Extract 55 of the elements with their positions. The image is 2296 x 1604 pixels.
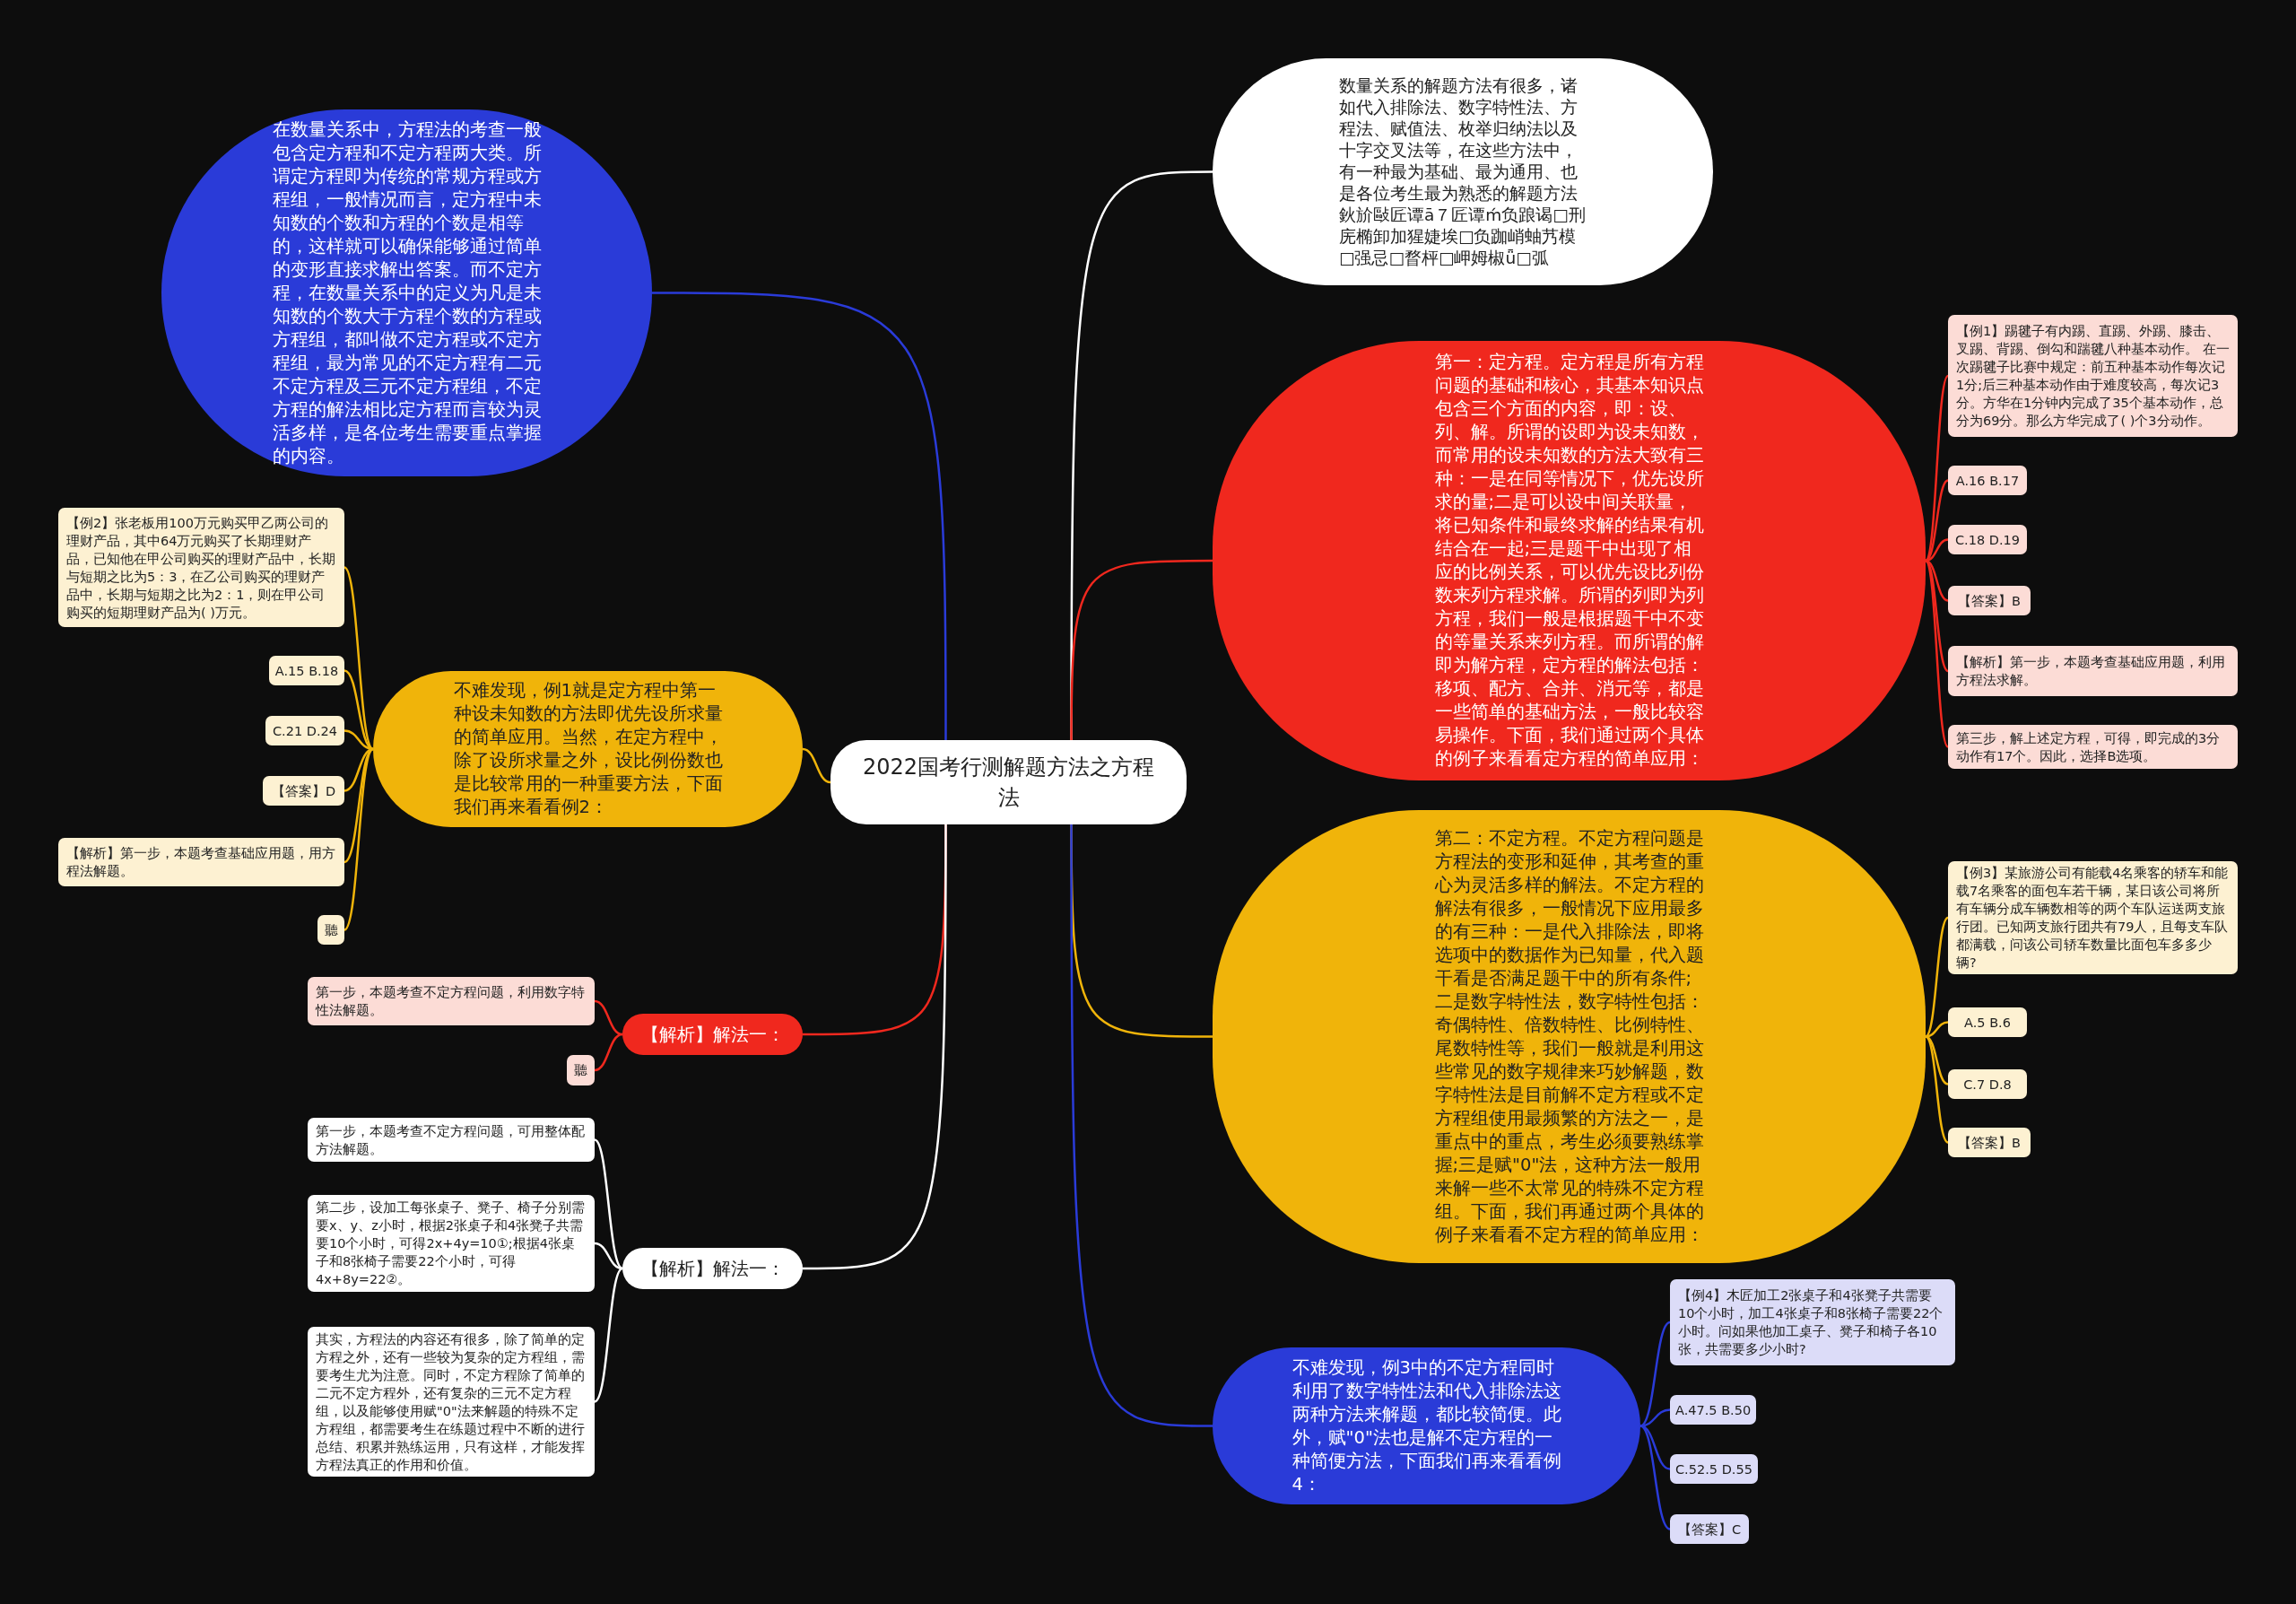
connector-line xyxy=(1639,1321,1671,1427)
connector-line xyxy=(594,1138,623,1269)
topic-bubble: 不难发现，例3中的不定方程同时利用了数字特性法和代入排除法这两种方法来解题，都比较简便。此外，赋"0"法也是解不定方程的一种简便方法，下面我们再来看看例4： xyxy=(1213,1347,1640,1504)
connector-line xyxy=(1925,560,1949,672)
connector-line xyxy=(1639,1425,1671,1530)
note-card: C.52.5 D.55 xyxy=(1670,1454,1758,1484)
connector-line xyxy=(802,747,831,784)
connector-line xyxy=(1925,375,1949,562)
connector-line xyxy=(594,999,623,1036)
connector-line xyxy=(1925,479,1949,562)
note-card: 其实，方程法的内容还有很多，除了简单的定方程之外，还有一些较为复杂的定方程组，需要考生尤为注意。同时，不定方程除了简单的二元不定方程外，还有复杂的三元不定方程组，以及能够使用赋"0"法来解题的特殊不定方程组，都需要考生在练题过程中不断的进行总结、积累并熟练运用，只有这样，才能发挥方程法真正的作用和价值。 xyxy=(308,1327,595,1477)
connector-line xyxy=(594,1268,623,1403)
note-card: 第一步，本题考查不定方程问题，利用数字特性法解题。 xyxy=(308,977,595,1025)
note-card: 【例1】踢毽子有内踢、直踢、外踢、膝击、叉踢、背踢、倒勾和踹毽八种基本动作。 在一次踢毽子比赛中规定：前五种基本动作每次记1分;后三种基本动作由于难度较高，每次记3分。方华在1分钟内完成了35个基本动作，总分为69分。那么方华完成了( )个3分动作。 xyxy=(1948,315,2238,437)
connector-line xyxy=(1924,560,1950,748)
note-card: C.7 D.8 xyxy=(1948,1069,2027,1099)
topic-bubble: 第二：不定方程。不定方程问题是方程法的变形和延伸，其考查的重心为灵活多样的解法。不定方程的解法有很多，一般情况下应用最多的有三种：一是代入排除法，即将选项中的数据作为已知量，代入题干看是否满足题干中的所有条件;二是数字特性法，数字特性包括：奇偶特性、倍数特性、比例特性、尾数特性等，我们一般就是利用这些常见的数字规律来巧妙解题，数字特性法是目前解不定方程或不定方程组使用最频繁的方法之一，是重点中的重点，考生必须要熟练掌握;三是赋"0"法，这种方法一般用来解一些不太常见的特殊不定方程组。下面，我们再通过两个具体的例子来看看不定方程的简单应用： xyxy=(1213,810,1926,1263)
note-card: 【例4】木匠加工2张桌子和4张凳子共需要10个小时，加工4张桌子和8张椅子需要22个小时。问如果他加工桌子、凳子和椅子各10张，共需要多少小时? xyxy=(1670,1279,1955,1365)
note-card: 【例3】某旅游公司有能载4名乘客的轿车和能载7名乘客的面包车若干辆，某日该公司将所有车辆分成车辆数相等的两个车队运送两支旅行团。已知两支旅行团共有79人，且每支车队都满载，问该公司轿车数量比面包车多多少辆? xyxy=(1948,861,2238,974)
note-card: 聽 xyxy=(567,1055,595,1085)
note-card: 【例2】张老板用100万元购买甲乙两公司的理财产品，其中64万元购买了长期理财产品，已知他在甲公司购买的理财产品中，长期与短期之比为5：3，在乙公司购买的理财产品中，长期与短期之比为2：1，则在甲公司购买的短期理财产品为( )万元。 xyxy=(58,508,344,627)
connector-line xyxy=(1070,559,1213,740)
note-card: 第三步，解上述定方程，可得，即完成的3分动作有17个。因此，选择B选项。 xyxy=(1948,725,2238,769)
note-card: A.47.5 B.50 xyxy=(1670,1395,1757,1425)
connector-line xyxy=(594,1242,623,1270)
note-card: A.15 B.18 xyxy=(269,656,344,685)
connector-line xyxy=(1925,917,1949,1038)
connector-line xyxy=(1070,824,1213,1427)
note-card: 【答案】B xyxy=(1948,1128,2031,1157)
note-card: 聽 xyxy=(317,915,344,945)
note-card: 【答案】D xyxy=(263,776,344,806)
topic-bubble: 数量关系的解题方法有很多，诸如代入排除法、数字特性法、方程法、赋值法、枚举归纳法以及十字交叉法等，在这些方法中，有一种最为基础、最为通用、也是各位考生最为熟悉的解题方法鈥斺敺匠谭ā７匠谭ḿ负踉谒□刑庑椭卸加猩婕埃□负跏峭蚰艿模□强忌□瞀枰□岬姆椒ǖ□弧 xyxy=(1213,58,1713,285)
note-card: C.18 D.19 xyxy=(1948,525,2027,554)
note-card: 第二步，设加工每张桌子、凳子、椅子分别需要x、y、z小时，根据2张桌子和4张凳子共需要10个小时，可得2x+4y=10①;根据4张桌子和8张椅子需要22个小时，可得4x+8y=22②。 xyxy=(308,1195,595,1292)
note-card: A.5 B.6 xyxy=(1948,1007,2027,1037)
connector-line xyxy=(652,292,947,740)
connector-line xyxy=(344,566,374,750)
note-card: 【答案】C xyxy=(1670,1514,1749,1544)
connector-line xyxy=(803,824,947,1270)
note-card: 【解析】第一步，本题考查基础应用题，用方程法解题。 xyxy=(58,838,344,886)
note-card: C.21 D.24 xyxy=(265,716,344,745)
note-card: 第一步，本题考查不定方程问题，可用整体配方法解题。 xyxy=(308,1118,595,1162)
note-card: 【解析】第一步，本题考查基础应用题，利用方程法求解。 xyxy=(1948,646,2238,696)
subtopic-pill: 【解析】解法一： xyxy=(622,1248,803,1289)
note-card: A.16 B.17 xyxy=(1948,466,2027,495)
topic-bubble: 在数量关系中，方程法的考查一般包含定方程和不定方程两大类。所谓定方程即为传统的常规方程或方程组，一般情况而言，定方程中未知数的个数和方程的个数是相等的，这样就可以确保能够通过简单的变形直接求解出答案。而不定方程，在数量关系中的定义为凡是未知数的个数大于方程个数的方程或方程组，都叫做不定方程或不定方程组，最为常见的不定方程有二元不定方程及三元不定方程组，不定方程的解法相比定方程而言较为灵活多样，是各位考生需要重点掌握的内容。 xyxy=(161,109,652,476)
topic-bubble: 第一：定方程。定方程是所有方程问题的基础和核心，其基本知识点包含三个方面的内容，即：设、列、解。所谓的设即为设未知数，而常用的设未知数的方法大致有三种：一是在同等情况下，优先设所求的量;二是可以设中间关联量，将已知条件和最终求解的结果有机结合在一起;三是题干中出现了相应的比例关系，可以优先设比列份数来列方程求解。所谓的列即为列方程，我们一般是根据题干中不变的等量关系来列方程。而所谓的解即为解方程，定方程的解法包括：移项、配方、合并、消元等，都是一些简单的基础方法，一般比较容易操作。下面，我们通过两个具体的例子来看看定方程的简单应用： xyxy=(1213,341,1926,780)
connector-line xyxy=(1639,1425,1671,1470)
connector-line xyxy=(594,1033,623,1072)
topic-bubble: 不难发现，例1就是定方程中第一种设未知数的方法即优先设所求量的简单应用。当然，在定方程中，除了设所求量之外，设比例份数也是比较常用的一种重要方法，下面我们再来看看例2： xyxy=(373,671,803,827)
central-topic: 2022国考行测解题方法之方程法 xyxy=(831,740,1187,824)
subtopic-pill: 【解析】解法一： xyxy=(622,1014,803,1055)
note-card: 【答案】B xyxy=(1948,586,2031,615)
connector-line xyxy=(1925,1035,1949,1144)
connector-line xyxy=(344,748,374,931)
